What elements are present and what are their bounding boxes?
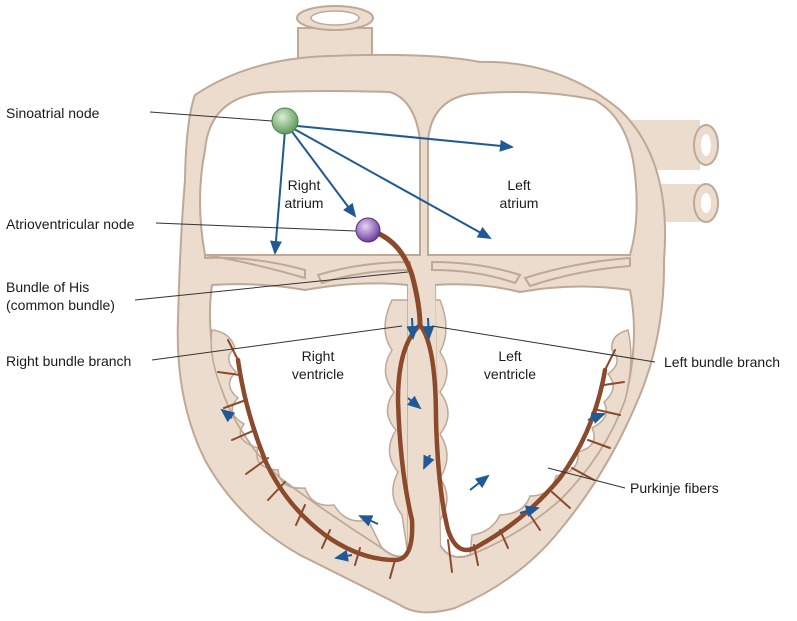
leader-lines	[134, 111, 656, 489]
impulse-arrows	[220, 124, 606, 562]
left-atrium-chamber	[427, 91, 638, 256]
right-atrium-label-line1: Right	[288, 177, 321, 193]
left-bundle-branch	[417, 322, 608, 553]
bundle-of-his-label-line1: Bundle of His	[6, 279, 89, 295]
left-ventricle-label-line2: ventricle	[484, 366, 536, 382]
left-ventricle-label-line1: Left	[498, 348, 521, 364]
atrioventricular-node	[355, 217, 381, 243]
atrioventricular-node-label: Atrioventricular node	[6, 216, 135, 232]
right-ventricle-label-line1: Right	[302, 348, 335, 364]
right-atrium-label-line2: atrium	[285, 195, 324, 211]
left-atrium-label-line2: atrium	[500, 195, 539, 211]
purkinje-fibers-branches	[217, 339, 625, 579]
sinoatrial-node-label: Sinoatrial node	[6, 105, 100, 121]
left-bundle-branch-label: Left bundle branch	[664, 354, 780, 370]
valves	[204, 253, 631, 288]
right-ventricle-label-line2: ventricle	[292, 366, 344, 382]
bundle-of-his	[365, 227, 423, 328]
right-atrium-chamber	[199, 90, 421, 256]
bundle-of-his-label-line2: (common bundle)	[6, 297, 115, 313]
right-bundle-branch-label: Right bundle branch	[6, 353, 131, 369]
left-atrium-label-line1: Left	[507, 177, 530, 193]
conduction-system	[217, 227, 625, 579]
sinoatrial-node	[271, 107, 299, 135]
purkinje-fibers-label: Purkinje fibers	[630, 480, 719, 496]
